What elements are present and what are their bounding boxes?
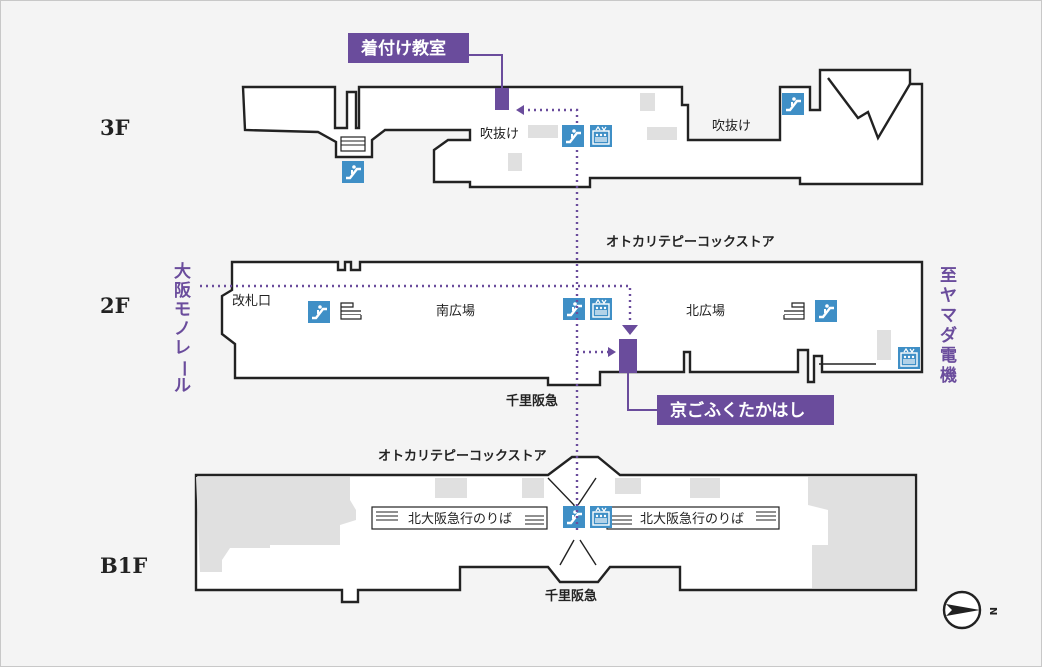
kitsuke-callout — [348, 33, 469, 63]
floor-2f: 京ごふくたかはし 改札口 南広場 北広場 オトカリテピーコックストア 千里阪急 … — [100, 235, 924, 425]
floor-b1f-outline — [194, 455, 918, 604]
side-char: ダ — [940, 325, 957, 346]
b1-platform-right-label: 北大阪急行のりば — [640, 512, 744, 527]
kyogofuku-marker — [619, 339, 637, 373]
route-arrowhead — [516, 105, 524, 115]
elevator-icon — [589, 505, 613, 529]
side-char: ヤ — [940, 286, 957, 306]
f3-atrium-left-label: 吹抜け — [480, 126, 519, 142]
side-char: 電 — [940, 346, 957, 366]
route-arrowhead — [608, 347, 616, 357]
compass-icon: N — [942, 590, 998, 630]
escalator-icon — [561, 504, 587, 530]
f2-gate-label: 改札口 — [232, 294, 271, 309]
f2-store-label: オトカリテピーコックストア — [606, 235, 775, 250]
f2-north-plaza-label: 北広場 — [686, 304, 725, 319]
route-arrowhead — [622, 325, 638, 335]
floor-label-b1f: B1F — [100, 553, 147, 578]
floor-b1f: 北大阪急行のりば 北大阪急行のりば オトカリテピーコックストア 千里阪急 B1F — [100, 449, 918, 604]
side-label-right: 至 ヤ マ ダ 電 機 — [940, 266, 957, 386]
side-label-left: 大 阪 モ ノ レ ー ル — [173, 261, 193, 396]
side-char: ノ — [174, 319, 191, 339]
escalator-icon — [813, 298, 839, 324]
side-char: 至 — [940, 266, 957, 286]
kitsuke-callout-label: 着付け教室 — [360, 38, 446, 59]
escalator-icon — [560, 123, 586, 149]
side-char: ー — [173, 360, 193, 377]
elevator-icon — [589, 124, 613, 148]
kyogofuku-callout — [657, 395, 834, 425]
floor-label-3f: 3F — [100, 115, 130, 140]
side-char: 大 — [174, 261, 191, 282]
compass-label: N — [987, 607, 998, 615]
f2-senri-label: 千里阪急 — [506, 393, 558, 409]
floor-3f: 着付け教室 吹抜け 吹抜け 3F — [100, 33, 924, 189]
side-char: モ — [174, 300, 191, 320]
escalator-icon — [780, 91, 806, 117]
side-char: マ — [940, 306, 957, 326]
side-char: レ — [174, 338, 191, 358]
side-char: 阪 — [174, 281, 191, 301]
b1-senri-label: 千里阪急 — [545, 588, 597, 604]
side-char: 機 — [940, 365, 957, 386]
escalator-icon — [306, 299, 332, 325]
side-char: ル — [174, 376, 191, 396]
f3-atrium-right-label: 吹抜け — [712, 118, 751, 134]
f2-south-plaza-label: 南広場 — [436, 303, 475, 319]
kitsuke-marker — [495, 88, 509, 110]
elevator-icon — [897, 346, 921, 370]
floor-label-2f: 2F — [100, 293, 130, 318]
b1-store-label: オトカリテピーコックストア — [378, 449, 547, 464]
escalator-icon — [340, 159, 366, 185]
escalator-icon — [561, 296, 587, 322]
kyogofuku-callout-label: 京ごふくたかはし — [670, 400, 805, 421]
b1-platform-left-label: 北大阪急行のりば — [408, 512, 512, 527]
floor-2f-outline — [220, 260, 924, 387]
elevator-icon — [589, 297, 613, 321]
route-paths — [200, 108, 632, 530]
